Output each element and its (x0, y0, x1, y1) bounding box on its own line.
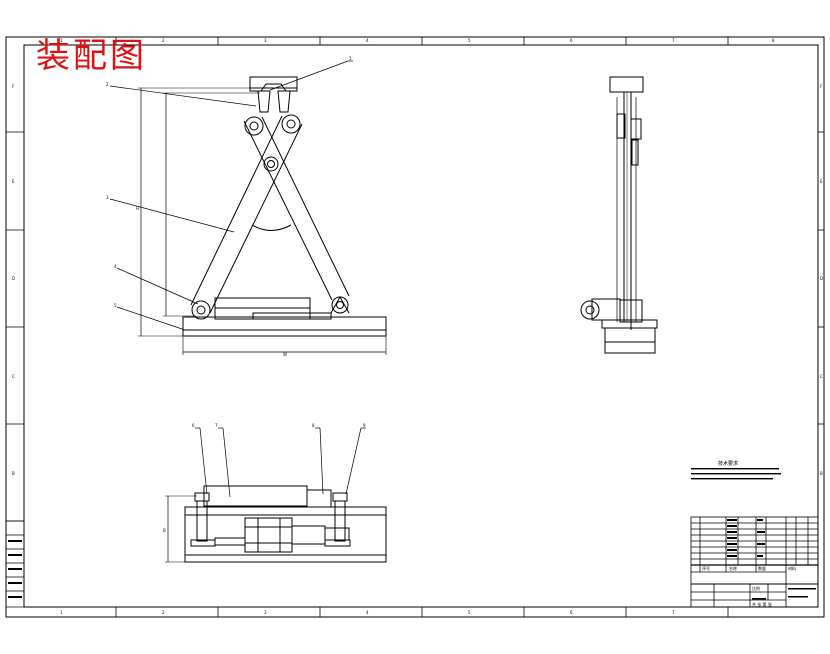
title-col-a: 序号 (702, 566, 710, 571)
side-view (580, 76, 658, 354)
svg-text:3: 3 (264, 610, 267, 615)
technical-requirements-heading: 技术要求 (718, 461, 739, 467)
svg-text:5: 5 (468, 38, 471, 43)
technical-requirements-lines (691, 468, 781, 480)
svg-text:2: 2 (162, 610, 165, 615)
svg-text:H: H (136, 206, 139, 211)
svg-text:6: 6 (192, 423, 195, 428)
svg-text:5: 5 (468, 610, 471, 615)
title-block-cells (727, 519, 816, 600)
svg-text:4: 4 (366, 38, 369, 43)
scale-label: 比例 (752, 586, 760, 591)
svg-text:6: 6 (570, 38, 573, 43)
front-view (138, 76, 387, 355)
svg-text:E: E (820, 179, 823, 184)
top-balloons: 6 7 8 9 B (163, 423, 366, 533)
top-saddle (249, 76, 298, 92)
svg-text:F: F (12, 84, 15, 89)
top-leaders (195, 427, 366, 498)
front-base-plate (182, 316, 387, 337)
svg-text:2: 2 (162, 38, 165, 43)
title-col-d: 材料 (788, 566, 796, 571)
title-block (690, 516, 819, 608)
svg-text:4: 4 (366, 610, 369, 615)
svg-text:D: D (12, 276, 15, 281)
svg-text:C: C (820, 374, 823, 379)
zone-labels: 1 2 3 4 5 6 7 8 1 2 3 4 5 6 7 F E D C B F E D C B (12, 38, 823, 615)
svg-text:W: W (283, 352, 287, 357)
svg-text:3: 3 (106, 195, 109, 200)
svg-text:7: 7 (672, 38, 675, 43)
svg-text:8: 8 (772, 38, 775, 43)
title-col-b: 名称 (729, 566, 737, 571)
title-col-c: 数量 (758, 566, 766, 571)
svg-text:D: D (820, 276, 823, 281)
svg-text:7: 7 (672, 610, 675, 615)
zone-markers (6, 37, 824, 617)
front-balloons: 1 2 3 4 5 W H (106, 56, 352, 357)
revision-strip-text (8, 540, 22, 598)
sheet-label: 共 张 第 张 (752, 602, 772, 607)
svg-text:C: C (12, 374, 15, 379)
svg-text:2: 2 (106, 82, 109, 87)
top-base-plate (184, 506, 387, 563)
svg-text:3: 3 (264, 38, 267, 43)
svg-text:5: 5 (114, 303, 117, 308)
svg-text:1: 1 (349, 56, 352, 61)
svg-text:B: B (12, 471, 15, 476)
svg-text:1: 1 (60, 38, 63, 43)
svg-text:9: 9 (363, 423, 366, 428)
svg-text:8: 8 (312, 423, 315, 428)
svg-text:F: F (820, 84, 823, 89)
svg-text:E: E (12, 179, 15, 184)
svg-text:1: 1 (60, 610, 63, 615)
revision-strip (5, 520, 25, 608)
drawing-title: 装配图 (36, 36, 147, 76)
svg-text:7: 7 (215, 423, 218, 428)
svg-text:4: 4 (114, 264, 117, 269)
outer-border (5, 36, 825, 618)
svg-text:B: B (820, 471, 823, 476)
svg-text:6: 6 (570, 610, 573, 615)
top-view (165, 485, 387, 563)
front-leaders (109, 60, 353, 331)
inner-frame (23, 44, 819, 608)
svg-text:B: B (163, 528, 166, 533)
